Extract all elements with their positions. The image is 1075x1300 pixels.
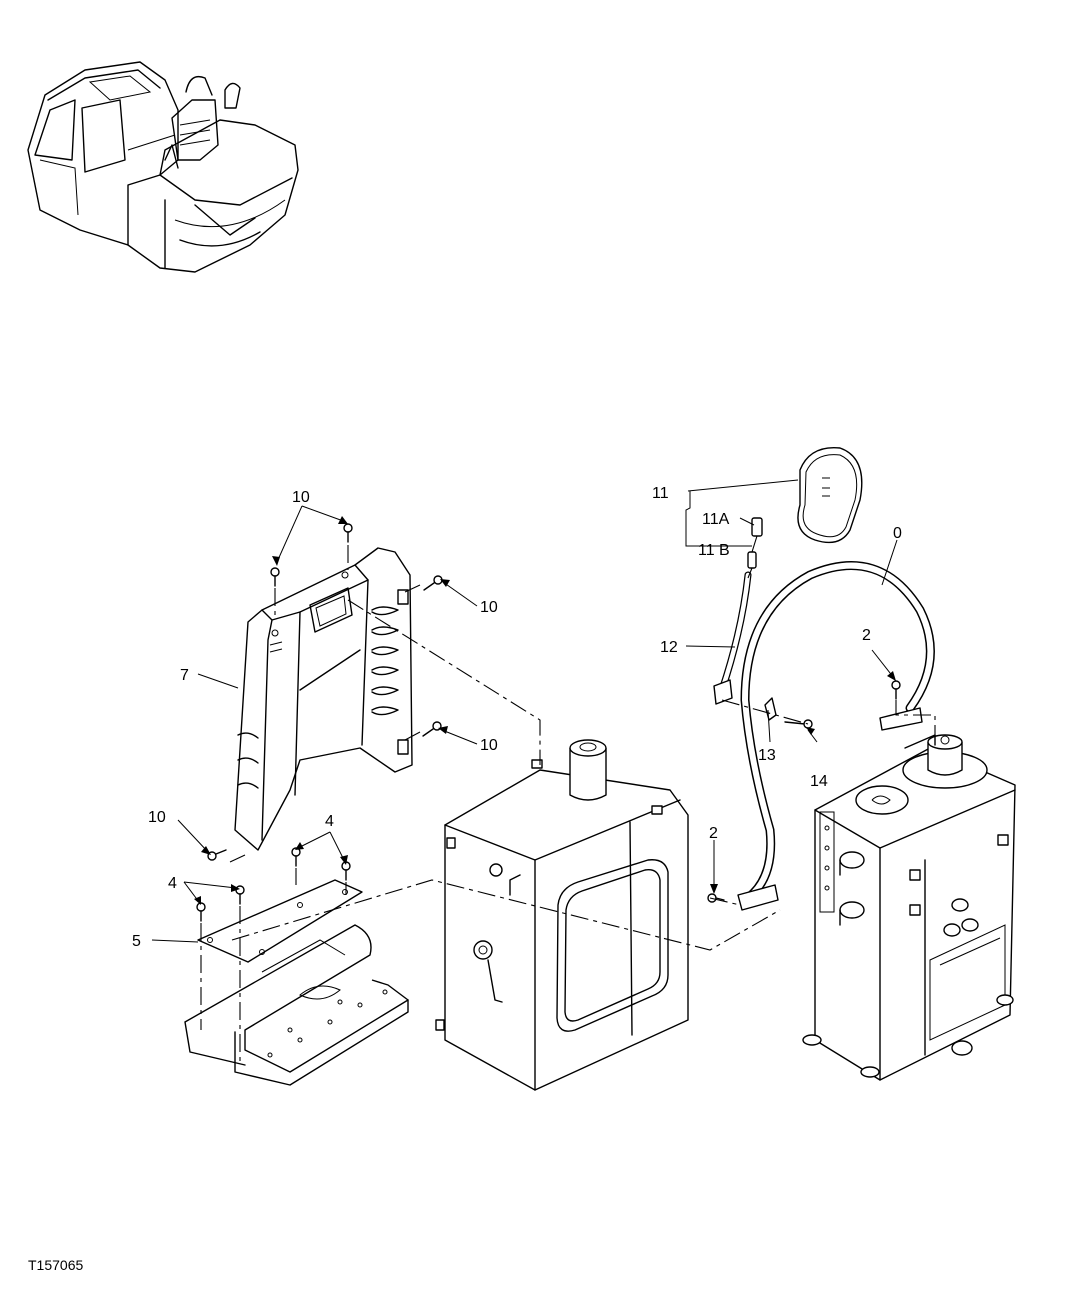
callout-13: 13 — [758, 747, 776, 764]
figure-id: T157065 — [28, 1257, 83, 1273]
mirror-clamp-part-11b — [747, 551, 757, 569]
callout-4-left: 4 — [168, 875, 177, 892]
callout-4-right: 4 — [325, 813, 334, 830]
callout-0: 0 — [893, 525, 902, 542]
mirror-stay-part-12 — [713, 571, 752, 705]
leader-lines — [151, 479, 898, 943]
side-cover-panel-part-7 — [234, 547, 413, 851]
handrail-part-0 — [737, 561, 935, 911]
excavator-locator-view — [27, 61, 299, 273]
bottom-plate-part-5 — [184, 879, 409, 1086]
bolt-part-10 — [207, 523, 443, 861]
assembly-centerlines — [200, 535, 936, 1062]
callout-11: 11 — [652, 485, 669, 502]
mirror-clamp-part-11a — [751, 517, 763, 537]
bracket-part-13 — [764, 697, 777, 721]
fuel-tank — [802, 734, 1016, 1081]
callout-10-right-lower: 10 — [480, 737, 498, 754]
callout-14: 14 — [810, 773, 828, 790]
callout-11b: 11 B — [698, 542, 730, 559]
callout-2-right: 2 — [862, 627, 871, 644]
callout-5: 5 — [132, 933, 141, 950]
mirror-part-11 — [797, 446, 863, 544]
callout-10-top: 10 — [292, 489, 310, 506]
callout-10-right-upper: 10 — [480, 599, 498, 616]
hydraulic-oil-tank — [435, 739, 689, 1091]
callout-7: 7 — [180, 667, 189, 684]
callout-labels: 10 10 10 10 7 4 4 5 11 11A 11 B 12 13 14… — [132, 485, 902, 950]
callout-2-center: 2 — [709, 825, 718, 842]
callout-12: 12 — [660, 639, 678, 656]
callout-10-left: 10 — [148, 809, 166, 826]
callout-11a: 11A — [702, 511, 730, 528]
